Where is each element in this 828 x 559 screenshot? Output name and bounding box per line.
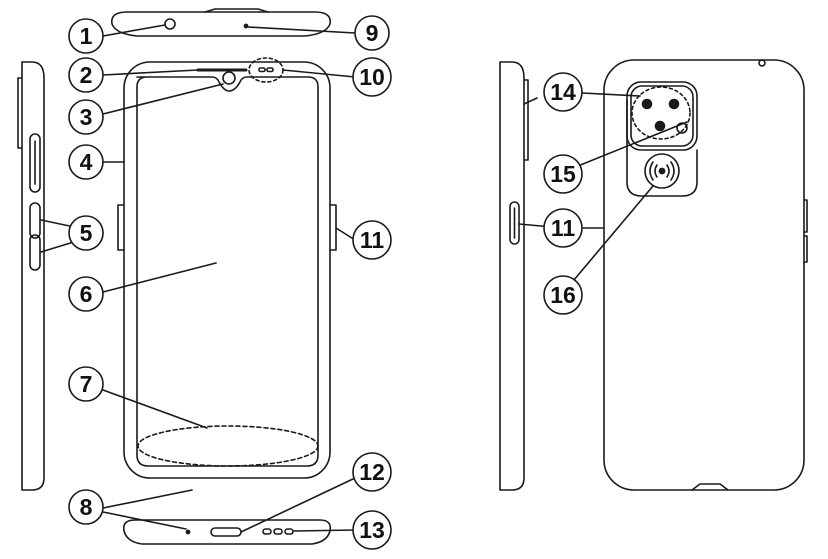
callout-2: 2 [68, 57, 104, 93]
flash-icon [676, 122, 688, 134]
callout-label: 16 [550, 282, 576, 308]
speaker-hole-3 [284, 528, 294, 535]
phone-left-side [17, 61, 45, 491]
callout-11-back: 11 [543, 208, 583, 248]
callout-5: 5 [68, 215, 104, 251]
callout-label: 3 [80, 104, 93, 130]
bottom-microphone [185, 529, 191, 535]
callout-label: 12 [359, 459, 385, 485]
callout-13: 13 [352, 510, 392, 550]
left-side-button [117, 204, 125, 251]
callout-12: 12 [352, 452, 392, 492]
phone-back-body [603, 59, 808, 491]
callout-14: 14 [543, 72, 583, 112]
display-screen [136, 76, 319, 467]
callout-9: 9 [354, 15, 390, 51]
sim-tray [29, 133, 41, 193]
camera-area-dashed [631, 86, 691, 140]
callout-label: 14 [550, 79, 576, 105]
top-microphone [243, 23, 249, 29]
right-side-button [329, 204, 337, 251]
back-microphone [758, 59, 766, 67]
volume-up-button [29, 202, 41, 239]
callout-label: 13 [359, 517, 385, 543]
headphone-jack [164, 18, 176, 30]
back-side-button-a [803, 199, 808, 233]
nfc-icon [649, 161, 675, 181]
proximity-sensor-a [258, 67, 266, 73]
nfc-button [644, 153, 680, 189]
callout-label: 11 [551, 215, 576, 241]
phone-right-side [499, 61, 529, 491]
callout-label: 2 [80, 62, 93, 88]
callout-7: 7 [68, 366, 104, 402]
callout-label: 8 [80, 494, 93, 520]
phone-bottom-edge [122, 519, 332, 545]
callout-1: 1 [68, 18, 104, 54]
proximity-sensor-b [266, 67, 274, 73]
callout-label: 15 [550, 161, 576, 187]
speaker-hole-2 [273, 528, 283, 535]
callout-15: 15 [543, 154, 583, 194]
callout-label: 10 [359, 64, 385, 90]
camera-lens-icon [641, 98, 653, 110]
volume-down-button [29, 234, 41, 271]
callout-label: 9 [366, 20, 379, 46]
camera-lens-icon [654, 120, 666, 132]
touch-area-dashed [137, 425, 319, 467]
callout-label: 1 [80, 23, 93, 49]
speaker-hole-1 [262, 528, 272, 535]
callout-label: 6 [80, 281, 93, 307]
front-camera [222, 71, 236, 85]
leader-lines [40, 24, 688, 533]
callout-4: 4 [68, 144, 104, 180]
callout-6: 6 [68, 276, 104, 312]
camera-module [626, 81, 698, 151]
callout-label: 5 [80, 220, 93, 246]
callout-label: 4 [80, 149, 93, 175]
phone-top-edge [110, 8, 332, 37]
back-side-button-b [803, 235, 808, 263]
callout-10: 10 [352, 57, 392, 97]
usb-c-port [210, 527, 242, 537]
callout-16: 16 [543, 275, 583, 315]
callout-11-front: 11 [352, 220, 392, 260]
camera-lens-icon [668, 98, 680, 110]
callout-3: 3 [68, 99, 104, 135]
phone-front-body [117, 57, 337, 479]
callout-label: 11 [360, 227, 385, 253]
callout-label: 7 [80, 371, 93, 397]
callout-8: 8 [68, 489, 104, 525]
side-slot [509, 201, 520, 245]
